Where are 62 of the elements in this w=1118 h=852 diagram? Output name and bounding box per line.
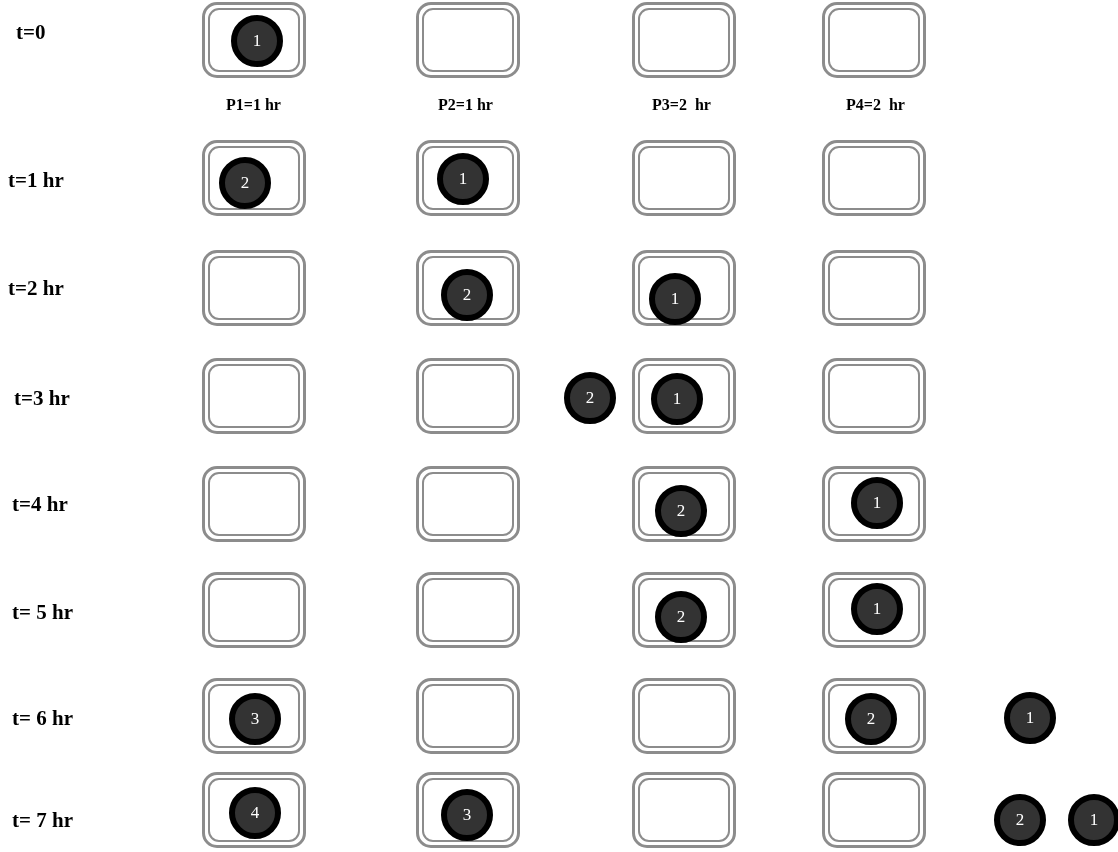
rounded-frame: [202, 572, 306, 648]
rounded-frame: [202, 250, 306, 326]
period-label: P4=2 hr: [846, 96, 905, 114]
rounded-frame: [632, 358, 736, 434]
numbered-token: 1: [649, 273, 701, 325]
rounded-frame: [632, 572, 736, 648]
rounded-frame: [822, 250, 926, 326]
rounded-frame: [202, 772, 306, 848]
numbered-token: 1: [437, 153, 489, 205]
numbered-token: 2: [655, 485, 707, 537]
numbered-token: 1: [231, 15, 283, 67]
rounded-frame: [202, 140, 306, 216]
row-label: t= 5 hr: [12, 600, 73, 625]
rounded-frame: [822, 678, 926, 754]
numbered-token: 2: [219, 157, 271, 209]
rounded-frame: [822, 140, 926, 216]
numbered-token: 1: [651, 373, 703, 425]
rounded-frame: [632, 140, 736, 216]
period-label: P1=1 hr: [226, 96, 281, 114]
numbered-token: 3: [441, 789, 493, 841]
row-label: t= 7 hr: [12, 808, 73, 833]
rounded-frame: [632, 466, 736, 542]
row-label: t=2 hr: [8, 276, 64, 301]
rounded-frame: [822, 572, 926, 648]
rounded-frame: [416, 572, 520, 648]
rounded-frame: [822, 358, 926, 434]
rounded-frame: [632, 678, 736, 754]
row-label: t= 6 hr: [12, 706, 73, 731]
row-label: t=0: [16, 20, 46, 45]
rounded-frame: [416, 140, 520, 216]
rounded-frame: [822, 466, 926, 542]
row-label: t=3 hr: [14, 386, 70, 411]
rounded-frame: [202, 466, 306, 542]
period-label: P3=2 hr: [652, 96, 711, 114]
numbered-token: 2: [994, 794, 1046, 846]
rounded-frame: [822, 2, 926, 78]
numbered-token: 1: [851, 583, 903, 635]
numbered-token: 2: [655, 591, 707, 643]
numbered-token: 2: [564, 372, 616, 424]
numbered-token: 1: [1004, 692, 1056, 744]
row-label: t=4 hr: [12, 492, 68, 517]
numbered-token: 4: [229, 787, 281, 839]
period-label: P2=1 hr: [438, 96, 493, 114]
rounded-frame: [416, 250, 520, 326]
rounded-frame: [202, 678, 306, 754]
numbered-token: 2: [441, 269, 493, 321]
rounded-frame: [416, 2, 520, 78]
rounded-frame: [822, 772, 926, 848]
rounded-frame: [416, 466, 520, 542]
rounded-frame: [632, 772, 736, 848]
numbered-token: 3: [229, 693, 281, 745]
rounded-frame: [416, 678, 520, 754]
rounded-frame: [202, 2, 306, 78]
numbered-token: 2: [845, 693, 897, 745]
rounded-frame: [416, 772, 520, 848]
rounded-frame: [202, 358, 306, 434]
numbered-token: 1: [1068, 794, 1118, 846]
rounded-frame: [632, 250, 736, 326]
numbered-token: 1: [851, 477, 903, 529]
rounded-frame: [416, 358, 520, 434]
row-label: t=1 hr: [8, 168, 64, 193]
rounded-frame: [632, 2, 736, 78]
